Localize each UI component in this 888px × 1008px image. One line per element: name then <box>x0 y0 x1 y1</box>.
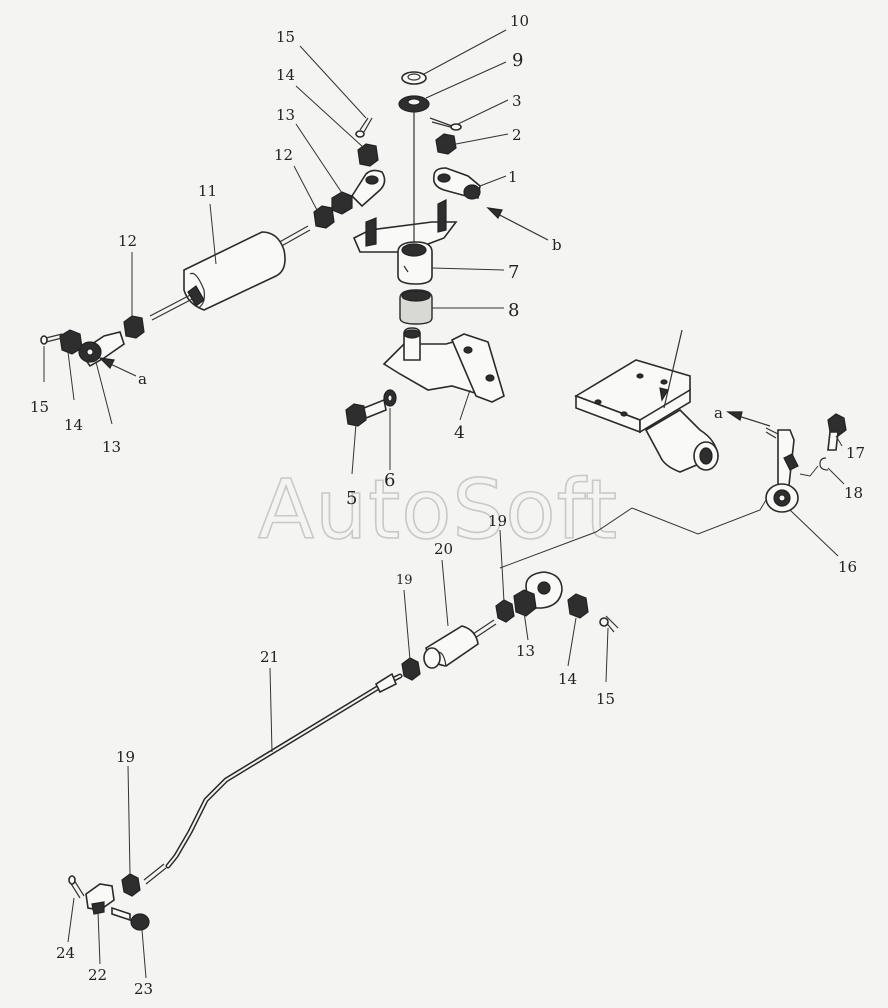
label-15-left: 15 <box>30 398 49 416</box>
label-a-left: a <box>138 370 147 388</box>
part-14-nut-left <box>59 329 83 355</box>
label-7: 7 <box>508 262 519 283</box>
label-15-bottom: 15 <box>596 690 615 708</box>
label-14-top: 14 <box>276 66 295 84</box>
pedal-bracket-housing <box>574 329 719 473</box>
label-10: 10 <box>510 12 529 30</box>
part-15-cotter-pin-top <box>355 117 373 138</box>
label-14-bottom: 14 <box>558 670 577 688</box>
part-16-lever <box>765 427 799 513</box>
part-14-nut-bottom <box>567 593 589 619</box>
watermark: AutoSoft <box>258 463 618 558</box>
label-13-top: 13 <box>276 106 295 124</box>
part-8-bushing <box>399 289 433 325</box>
part-19-nut-upper <box>401 657 421 681</box>
label-22: 22 <box>88 966 107 984</box>
part-2-nut <box>435 133 457 155</box>
part-18-clip <box>819 457 829 471</box>
label-14-left: 14 <box>64 416 83 434</box>
part-11-cylinder <box>149 225 311 321</box>
part-6-washer <box>383 389 397 407</box>
label-9: 9 <box>512 50 523 71</box>
label-2: 2 <box>512 126 522 144</box>
label-13-bottom: 13 <box>516 642 535 660</box>
part-13-rod-end-bottom <box>513 571 563 617</box>
part-14-nut-top <box>357 143 379 167</box>
label-24: 24 <box>56 944 75 962</box>
label-12-left: 12 <box>118 232 137 250</box>
part-15-cotter-pin-bottom <box>599 615 619 633</box>
part-13-rod-end-top <box>331 169 386 215</box>
linkage-path-line <box>499 465 819 569</box>
label-8: 8 <box>508 300 519 321</box>
part-24-cotter-pin <box>68 875 85 899</box>
label-a-right: a <box>714 404 723 422</box>
callout-labels: 10 9 3 2 1 b 7 8 4 5 6 15 14 13 12 11 12… <box>30 12 865 998</box>
label-6: 6 <box>384 470 395 491</box>
part-3-cotter-pin <box>429 117 462 131</box>
label-18: 18 <box>844 484 863 502</box>
label-16: 16 <box>838 558 857 576</box>
label-4: 4 <box>454 423 465 443</box>
part-12-nut-left <box>123 315 145 339</box>
label-19-bottom: 19 <box>116 748 135 766</box>
part-17-bolt <box>827 413 847 451</box>
part-9-washer <box>398 95 430 113</box>
leader-lines <box>43 29 845 979</box>
label-13-left: 13 <box>102 438 121 456</box>
part-10-snap-ring <box>401 71 427 85</box>
label-3: 3 <box>512 92 522 110</box>
label-1: 1 <box>508 168 518 186</box>
part-22-clevis <box>85 883 115 915</box>
arrow-a-right <box>726 411 771 427</box>
label-19-mid: 19 <box>488 512 507 530</box>
label-11: 11 <box>198 182 217 200</box>
part-19-nut-bottom <box>121 873 141 897</box>
part-23-pin <box>111 906 150 931</box>
part-1-ball-joint <box>432 167 481 200</box>
arrow-b <box>486 207 549 241</box>
part-5-bolt <box>345 398 387 427</box>
label-21: 21 <box>260 648 279 666</box>
label-15-top: 15 <box>276 28 295 46</box>
part-13-rod-end-left <box>78 331 125 368</box>
label-17: 17 <box>846 444 865 462</box>
label-23: 23 <box>134 980 153 998</box>
part-15-cotter-pin-left <box>40 333 63 345</box>
label-b: b <box>552 236 562 254</box>
part-20-adjuster <box>423 619 497 669</box>
label-20: 20 <box>434 540 453 558</box>
arrow-a-left <box>98 357 137 377</box>
label-5: 5 <box>346 488 357 509</box>
part-21-rod <box>143 672 403 885</box>
part-19-nut-mid <box>495 599 515 623</box>
part-4-bracket <box>382 327 505 403</box>
label-19-upper: 19 <box>396 573 413 588</box>
part-12-nut-top <box>313 205 335 229</box>
label-12-top: 12 <box>274 146 293 164</box>
part-7-lever-bracket <box>352 110 458 285</box>
